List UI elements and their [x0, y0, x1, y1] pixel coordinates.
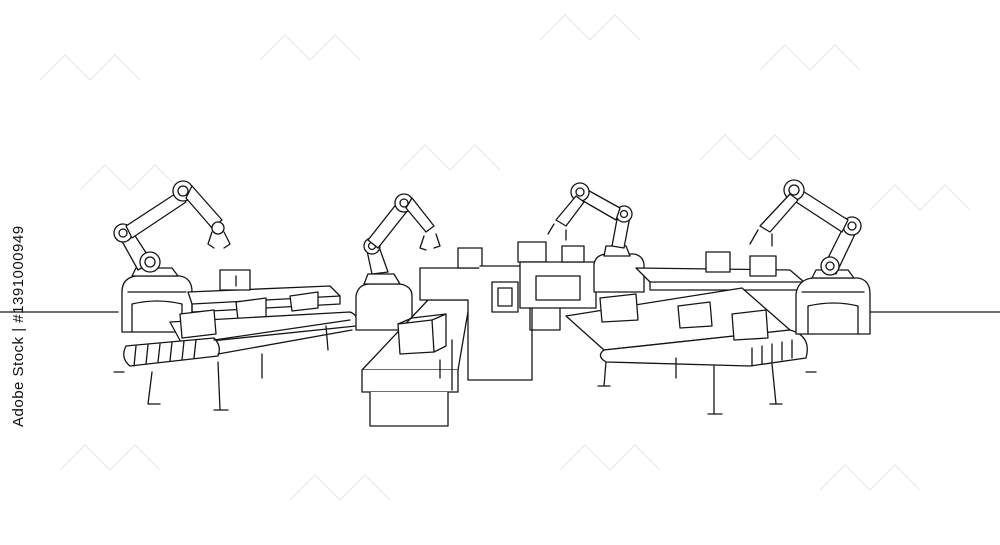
conveyor-left-back: [188, 270, 340, 320]
robot-arm-center-left: [356, 194, 440, 330]
conveyor-right-back: [636, 252, 804, 290]
robot-arm-right: [750, 180, 870, 334]
stock-id-label: Adobe Stock | #1391000949: [10, 225, 27, 427]
robot-arm-center-right: [548, 183, 644, 292]
conveyor-right-front: [566, 288, 816, 414]
watermark-pattern: [40, 15, 970, 500]
conveyor-center-front: [362, 300, 470, 426]
robot-arm-left: [114, 181, 230, 332]
conveyor-left-front: [114, 310, 357, 410]
center-machine: [420, 242, 596, 380]
